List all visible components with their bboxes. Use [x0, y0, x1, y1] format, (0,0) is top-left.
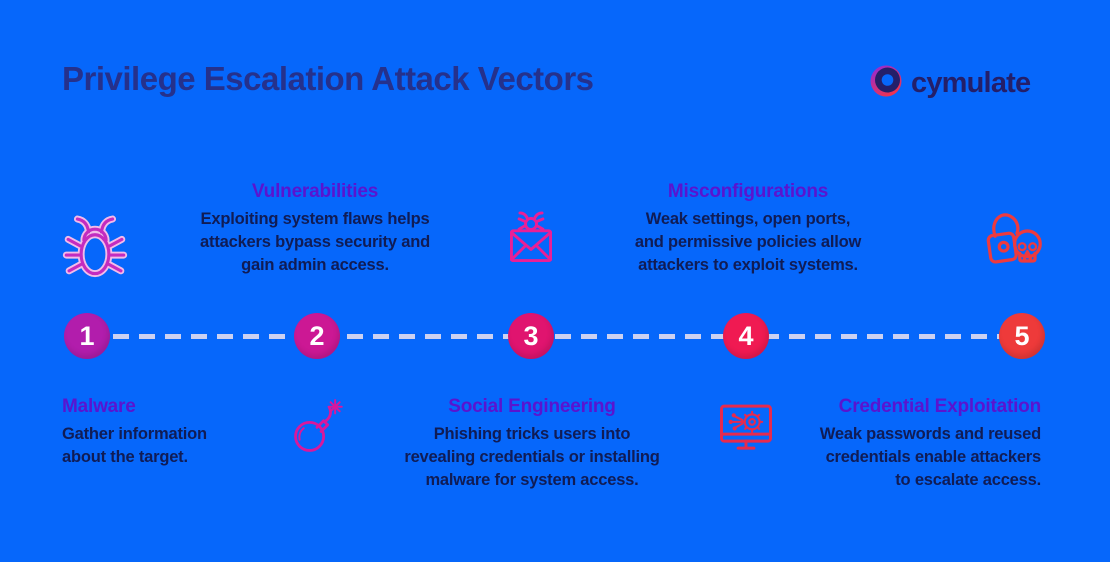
credential-exploitation-title: Credential Exploitation — [838, 396, 1042, 417]
vulnerabilities-description: Exploiting system flaws helps attackers … — [200, 210, 430, 274]
misconfigurations-title: Misconfigurations — [667, 181, 829, 202]
step-circle-4: 4 — [723, 313, 769, 359]
social-engineering-title: Social Engineering — [448, 396, 616, 417]
malware-title: Malware — [62, 396, 136, 417]
cymulate-ring-icon — [868, 62, 906, 105]
envelope-bug-icon — [496, 207, 566, 275]
bug-icon — [58, 206, 132, 282]
malware-description: Gather information about the target. — [62, 425, 207, 466]
step-circle-1: 1 — [64, 313, 110, 359]
lock-skull-icon — [976, 203, 1056, 279]
social-engineering-block: Social Engineering Phishing tricks users… — [382, 396, 682, 492]
bomb-icon — [282, 396, 352, 462]
monitor-gear-icon — [710, 393, 782, 463]
step-circle-2: 2 — [294, 313, 340, 359]
vulnerabilities-title: Vulnerabilities — [251, 181, 379, 202]
cymulate-logo: cymulate — [868, 62, 1031, 105]
cymulate-logo-text: cymulate — [911, 67, 1031, 99]
step-circle-5: 5 — [999, 313, 1045, 359]
step-circle-3: 3 — [508, 313, 554, 359]
step-number-2: 2 — [309, 320, 325, 351]
timeline-dashed-line — [87, 334, 1022, 339]
step-number-1: 1 — [79, 320, 95, 351]
step-number-3: 3 — [523, 320, 539, 351]
credential-exploitation-block: Credential Exploitation Weak passwords a… — [741, 396, 1041, 492]
misconfigurations-description: Weak settings, open ports, and permissiv… — [634, 210, 862, 274]
page-title: Privilege Escalation Attack Vectors — [62, 60, 594, 97]
malware-block: Malware Gather information about the tar… — [62, 396, 277, 469]
misconfigurations-block: Misconfigurations Weak settings, open po… — [598, 181, 898, 277]
credential-exploitation-description: Weak passwords and reused credentials en… — [819, 425, 1041, 489]
vulnerabilities-block: Vulnerabilities Exploiting system flaws … — [165, 181, 465, 277]
social-engineering-description: Phishing tricks users into revealing cre… — [404, 425, 660, 489]
step-number-4: 4 — [738, 320, 754, 351]
step-number-5: 5 — [1014, 320, 1030, 351]
